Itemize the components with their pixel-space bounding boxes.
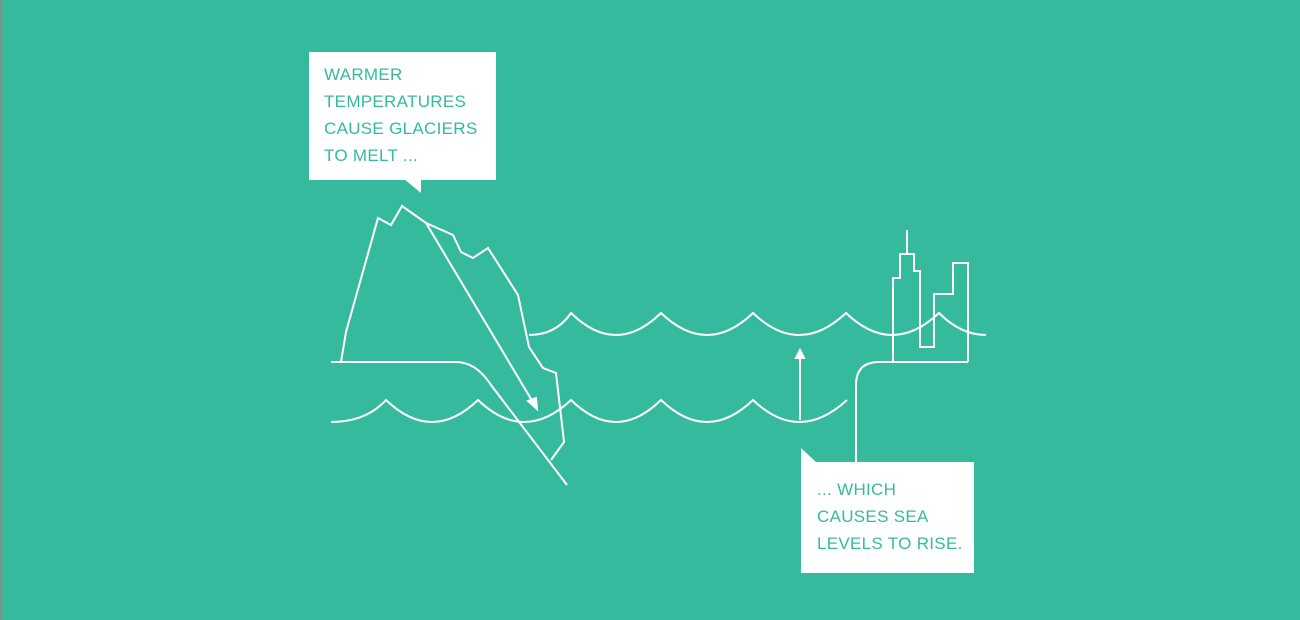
callout-tail-sea bbox=[801, 448, 817, 463]
callout-glacier-melt: WARMER TEMPERATURES CAUSE GLACIERS TO ME… bbox=[309, 52, 496, 180]
rise-arrowhead bbox=[794, 347, 806, 359]
callout-line: TO MELT ... bbox=[324, 146, 418, 165]
callout-line: WARMER bbox=[324, 65, 403, 84]
callout-line: LEVELS TO RISE. bbox=[817, 534, 963, 553]
callout-line: CAUSES SEA bbox=[817, 507, 929, 526]
melt-arrowhead bbox=[526, 396, 539, 412]
callout-sea-level-rise: ... WHICH CAUSES SEA LEVELS TO RISE. bbox=[801, 462, 974, 573]
melt-arrow bbox=[425, 222, 535, 405]
callout-line: CAUSE GLACIERS bbox=[324, 119, 478, 138]
lower-sea-waves bbox=[330, 398, 848, 423]
callout-line: ... WHICH bbox=[817, 480, 897, 499]
shoreline bbox=[331, 361, 568, 486]
callout-line: TEMPERATURES bbox=[324, 92, 467, 111]
city-ground bbox=[855, 361, 968, 462]
city-skyline bbox=[892, 253, 969, 362]
upper-sea-waves bbox=[528, 311, 987, 336]
glacier-outline bbox=[340, 204, 566, 461]
callout-tail-glacier bbox=[404, 179, 421, 193]
